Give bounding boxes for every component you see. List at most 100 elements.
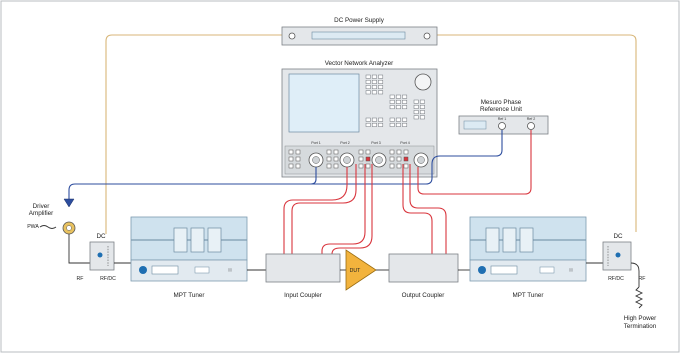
vna-jack xyxy=(326,163,332,169)
input-coupler-label: Input Coupler xyxy=(284,292,322,299)
vna-key xyxy=(365,90,371,95)
tuner-left-probe3 xyxy=(207,227,222,253)
amplifier-triangle-icon xyxy=(63,198,75,208)
vna-key xyxy=(402,105,408,110)
tuner-left-upper xyxy=(130,216,248,261)
phase-ref-display xyxy=(463,120,487,130)
vna-port2-center xyxy=(343,156,351,164)
dc-supply-terminal-right xyxy=(423,32,431,40)
driver-output-wire xyxy=(68,234,90,264)
vna-key xyxy=(402,94,408,99)
output-coupler-label: Output Coupler xyxy=(402,292,445,299)
vna-key xyxy=(365,85,371,90)
bias-right-to-termination-wire xyxy=(630,262,640,287)
bias-tee-left-dot xyxy=(97,252,103,258)
vna-key xyxy=(419,110,425,115)
dut: DUT xyxy=(345,249,377,291)
vna-key xyxy=(365,122,371,127)
phase-ref-label-line1: Mesuro Phase xyxy=(481,99,522,106)
dc-supply-terminal-left xyxy=(288,32,296,40)
vna-key xyxy=(389,105,395,110)
vna-keypad xyxy=(365,74,425,127)
tuner-right-indicator xyxy=(539,266,555,274)
vna-jack xyxy=(358,156,364,162)
vna-jack xyxy=(326,149,332,155)
vna-jack xyxy=(295,156,301,162)
tuner-left-lower xyxy=(130,259,248,282)
tuner-right-probe3 xyxy=(519,227,534,253)
tuner-right-label: MPT Tuner xyxy=(512,292,543,299)
tuner-right-display xyxy=(490,265,518,275)
vna-jack xyxy=(396,156,402,162)
mpt-tuner-left: ▯▯ MPT Tuner xyxy=(130,216,248,299)
vna-jack xyxy=(333,163,339,169)
vna-key xyxy=(413,110,419,115)
vna-key xyxy=(395,117,401,122)
input-coupler: Input Coupler xyxy=(265,253,341,299)
tuner-right-probe2 xyxy=(502,227,517,253)
phase-ref-port1 xyxy=(498,122,506,130)
vna-key xyxy=(389,117,395,122)
vna-jack xyxy=(295,163,301,169)
vna-key xyxy=(378,79,384,84)
vna-key xyxy=(395,122,401,127)
tuner-left-probe1 xyxy=(173,227,188,253)
rf-left-label: RF xyxy=(77,276,84,282)
vna-jack xyxy=(295,149,301,155)
driver-amp-center xyxy=(66,225,72,231)
tuner-left-indicator xyxy=(194,266,210,274)
phase-reference-unit: Mesuro Phase Reference Unit Ref 1 Ref 2 xyxy=(458,99,549,135)
vna-key xyxy=(378,85,384,90)
tuner-right-switch-label: ▯▯ xyxy=(569,268,573,272)
tuner-left-switch-label: ▯▯ xyxy=(228,268,232,272)
vna-jack xyxy=(326,156,332,162)
vna-jack xyxy=(389,156,395,162)
driver-label-line1: Driver xyxy=(33,203,50,210)
dc-power-supply-display xyxy=(311,31,406,40)
dc-power-supply: DC Power Supply xyxy=(281,17,438,46)
tuner-left-label: MPT Tuner xyxy=(173,292,204,299)
vna-key xyxy=(371,90,377,95)
vna-key xyxy=(395,105,401,110)
vna-jack xyxy=(389,149,395,155)
vna-key xyxy=(413,104,419,109)
vna-key xyxy=(395,99,401,104)
dc-power-supply-label: DC Power Supply xyxy=(334,17,385,24)
vna-key xyxy=(402,117,408,122)
vna-jack xyxy=(365,163,371,169)
bias-tee-left-box xyxy=(89,241,115,271)
pwa-label: PWA xyxy=(27,224,39,230)
vna-key xyxy=(413,99,419,104)
termination-label-line2: Termination xyxy=(624,323,657,330)
vna-port4-label: Port 4 xyxy=(400,141,410,145)
vna-key xyxy=(395,94,401,99)
phase-ref-port2 xyxy=(527,122,535,130)
dc-right-label: DC xyxy=(613,233,623,240)
tuner-left-knob-icon xyxy=(139,266,147,274)
vna-key xyxy=(419,115,425,120)
pwa-signal-icon xyxy=(39,225,57,229)
mpt-tuner-right: ▯▯ MPT Tuner xyxy=(469,216,587,299)
vna-key xyxy=(365,79,371,84)
vna-key xyxy=(371,85,377,90)
vna-rotary-knob xyxy=(414,73,432,91)
dc-left-label: DC xyxy=(96,233,106,240)
rfdc-right-label: RF/DC xyxy=(608,276,624,282)
vna-port3-label: Port 3 xyxy=(371,141,381,145)
tuner-left-display xyxy=(151,265,179,275)
vna-key xyxy=(371,117,377,122)
vna-port4b-cable xyxy=(409,164,447,254)
vna-key xyxy=(402,99,408,104)
bias-tee-right-dot xyxy=(615,252,621,258)
vna-jack xyxy=(403,149,409,155)
vna-port1-label: Port 1 xyxy=(311,141,321,145)
termination-label-line1: High Power xyxy=(624,315,657,322)
vna-port3-cable xyxy=(321,164,366,254)
vna-port1-center xyxy=(312,156,320,164)
vna-jack xyxy=(288,149,294,155)
dut-label: DUT xyxy=(350,268,361,274)
vna-port2b-cable xyxy=(291,164,357,254)
vna-jack xyxy=(389,163,395,169)
vna-key xyxy=(419,104,425,109)
